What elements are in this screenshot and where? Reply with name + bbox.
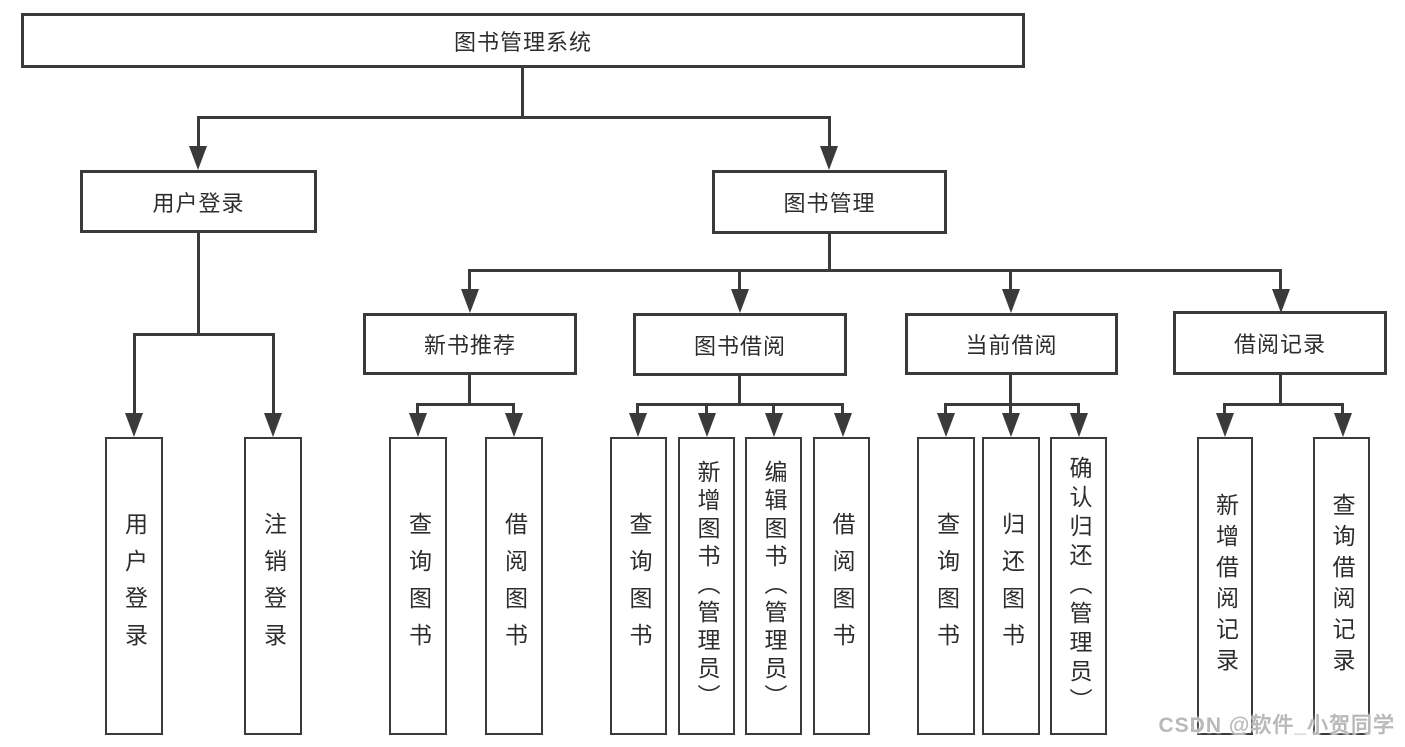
arrowhead-down-icon bbox=[1070, 413, 1088, 437]
connector-line bbox=[197, 116, 200, 150]
leaf-borrow-query-book-label: 查询图书 bbox=[626, 512, 652, 660]
arrowhead-down-icon bbox=[1272, 289, 1290, 313]
leaf-confirm-return-admin: 确认归还（管理员） bbox=[1050, 437, 1107, 735]
connector-line bbox=[416, 403, 515, 406]
connector-line bbox=[636, 403, 639, 417]
arrowhead-down-icon bbox=[937, 413, 955, 437]
connector-line bbox=[828, 116, 831, 150]
connector-line bbox=[1223, 403, 1226, 417]
leaf-edit-book-admin-label: 编辑图书（管理员） bbox=[761, 460, 787, 712]
leaf-newbook-borrow: 借阅图书 bbox=[485, 437, 543, 735]
arrowhead-down-icon bbox=[1334, 413, 1352, 437]
connector-line bbox=[197, 233, 200, 336]
leaf-newbook-query-label: 查询图书 bbox=[405, 512, 432, 660]
connector-line bbox=[841, 403, 844, 417]
node-book-borrowing: 图书借阅 bbox=[633, 313, 847, 376]
arrowhead-down-icon bbox=[264, 413, 282, 437]
connector-line bbox=[133, 333, 136, 417]
connector-line bbox=[1009, 269, 1012, 293]
connector-line bbox=[944, 403, 947, 417]
node-user-login: 用户登录 bbox=[80, 170, 317, 233]
connector-line bbox=[1279, 269, 1282, 293]
leaf-user-login-label: 用户登录 bbox=[121, 512, 148, 660]
node-user-login-label: 用户登录 bbox=[152, 190, 245, 216]
arrowhead-down-icon bbox=[461, 289, 479, 313]
arrowhead-down-icon bbox=[731, 289, 749, 313]
node-borrow-records-label: 借阅记录 bbox=[1233, 332, 1326, 357]
node-book-management-label: 图书管理 bbox=[783, 191, 876, 216]
arrowhead-down-icon bbox=[629, 413, 647, 437]
node-borrow-records: 借阅记录 bbox=[1173, 311, 1387, 375]
connector-line bbox=[272, 333, 275, 417]
leaf-add-book-admin: 新增图书（管理员） bbox=[678, 437, 735, 735]
leaf-add-borrow-record: 新增借阅记录 bbox=[1197, 437, 1253, 735]
connector-line bbox=[468, 269, 1282, 272]
connector-line bbox=[944, 403, 1080, 406]
leaf-newbook-borrow-label: 借阅图书 bbox=[501, 512, 528, 660]
arrowhead-down-icon bbox=[834, 413, 852, 437]
leaf-newbook-query: 查询图书 bbox=[389, 437, 447, 735]
arrowhead-down-icon bbox=[409, 413, 427, 437]
csdn-watermark: CSDN @软件_小贺同学 bbox=[1158, 714, 1395, 737]
arrowhead-down-icon bbox=[1002, 289, 1020, 313]
connector-line bbox=[705, 403, 708, 417]
node-book-management: 图书管理 bbox=[712, 170, 947, 234]
leaf-add-borrow-record-label: 新增借阅记录 bbox=[1212, 493, 1239, 679]
leaf-current-query-book: 查询图书 bbox=[917, 437, 975, 735]
leaf-logout: 注销登录 bbox=[244, 437, 302, 735]
leaf-add-book-admin-label: 新增图书（管理员） bbox=[694, 460, 720, 712]
connector-line bbox=[1009, 403, 1012, 417]
connector-line bbox=[828, 234, 831, 272]
arrowhead-down-icon bbox=[505, 413, 523, 437]
connector-line bbox=[1009, 375, 1012, 406]
leaf-borrow-book-label: 借阅图书 bbox=[829, 512, 855, 660]
connector-line bbox=[738, 269, 741, 293]
leaf-query-borrow-record-label: 查询借阅记录 bbox=[1329, 493, 1355, 679]
connector-line bbox=[1279, 375, 1282, 406]
leaf-current-query-book-label: 查询图书 bbox=[933, 512, 960, 660]
node-root: 图书管理系统 bbox=[21, 13, 1025, 68]
leaf-logout-label: 注销登录 bbox=[260, 512, 287, 660]
arrowhead-down-icon bbox=[698, 413, 716, 437]
arrowhead-down-icon bbox=[820, 146, 838, 170]
connector-line bbox=[468, 375, 471, 406]
leaf-confirm-return-admin-label: 确认归还（管理员） bbox=[1066, 455, 1092, 717]
connector-line bbox=[521, 68, 524, 118]
connector-line bbox=[1341, 403, 1344, 417]
connector-line bbox=[738, 376, 741, 406]
leaf-user-login: 用户登录 bbox=[105, 437, 163, 735]
arrowhead-down-icon bbox=[189, 146, 207, 170]
leaf-query-borrow-record: 查询借阅记录 bbox=[1313, 437, 1370, 735]
connector-line bbox=[1223, 403, 1344, 406]
connector-line bbox=[197, 116, 831, 119]
connector-line bbox=[416, 403, 419, 417]
arrowhead-down-icon bbox=[1216, 413, 1234, 437]
node-root-label: 图书管理系统 bbox=[453, 29, 592, 55]
arrowhead-down-icon bbox=[125, 413, 143, 437]
node-book-borrowing-label: 图书借阅 bbox=[693, 333, 786, 359]
connector-line bbox=[636, 403, 844, 406]
leaf-return-book: 归还图书 bbox=[982, 437, 1040, 735]
leaf-edit-book-admin: 编辑图书（管理员） bbox=[745, 437, 802, 735]
connector-line bbox=[512, 403, 515, 417]
node-new-book-recommend-label: 新书推荐 bbox=[423, 333, 516, 358]
node-new-book-recommend: 新书推荐 bbox=[363, 313, 577, 375]
connector-line bbox=[1077, 403, 1080, 417]
leaf-return-book-label: 归还图书 bbox=[998, 512, 1025, 660]
leaf-borrow-book: 借阅图书 bbox=[813, 437, 870, 735]
arrowhead-down-icon bbox=[1002, 413, 1020, 437]
node-current-borrowing-label: 当前借阅 bbox=[965, 333, 1058, 358]
node-current-borrowing: 当前借阅 bbox=[905, 313, 1118, 375]
arrowhead-down-icon bbox=[765, 413, 783, 437]
connector-line bbox=[772, 403, 775, 417]
leaf-borrow-query-book: 查询图书 bbox=[610, 437, 667, 735]
connector-line bbox=[468, 269, 471, 293]
connector-line bbox=[133, 333, 275, 336]
